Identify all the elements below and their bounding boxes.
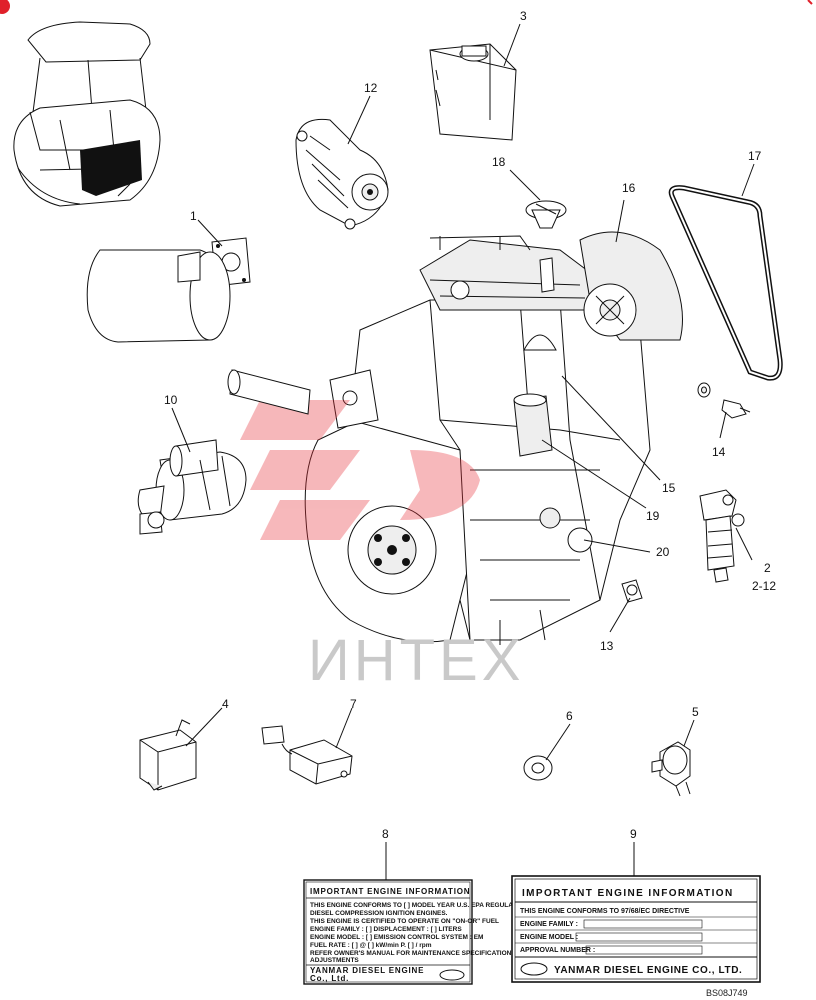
coolant-reservoir-part-3 <box>429 43 517 141</box>
callout-4: 4 <box>222 697 229 711</box>
engine-assembly <box>304 231 683 645</box>
yanmar-logo-8 <box>439 969 465 981</box>
callout-12: 12 <box>364 81 378 95</box>
callout-18: 18 <box>492 155 506 169</box>
label-9-title: IMPORTANT ENGINE INFORMATION <box>522 888 734 899</box>
label-8-line-4: ENGINE FAMILY : [ ] DISPLACEMENT : [ ] L… <box>310 926 462 933</box>
label-8-line-5: ENGINE MODEL : [ ] EMISSION CONTROL SYST… <box>310 934 483 941</box>
label-8-line-8: ADJUSTMENTS <box>310 957 359 964</box>
engine-info-label-8: IMPORTANT ENGINE INFORMATION THIS ENGINE… <box>303 879 533 985</box>
label-9-line-1: THIS ENGINE CONFORMS TO 97/68/EC DIRECTI… <box>520 908 690 915</box>
label-8-footer-1: YANMAR DIESEL ENGINE <box>310 966 424 975</box>
callout-2-12: 2-12 <box>752 579 776 593</box>
label-8-line-7: REFER OWNER'S MANUAL FOR MAINTENANCE SPE… <box>310 950 532 957</box>
callout-5: 5 <box>692 705 699 719</box>
callout-20: 20 <box>656 545 670 559</box>
callout-17: 17 <box>748 149 762 163</box>
engine-info-label-9: IMPORTANT ENGINE INFORMATION THIS ENGINE… <box>511 875 761 983</box>
alternator-part-12 <box>295 118 389 230</box>
machine-locator-thumbnail <box>13 21 161 207</box>
label-8-line-2: DIESEL COMPRESSION IGNITION ENGINES. <box>310 910 448 917</box>
callout-19: 19 <box>646 509 660 523</box>
callout-10: 10 <box>164 393 178 407</box>
starter-motor-part-10 <box>137 439 247 535</box>
callout-14: 14 <box>712 445 726 459</box>
callout-1: 1 <box>190 209 197 223</box>
muffler <box>86 249 311 415</box>
fuel-filter-part-2 <box>699 489 745 583</box>
yanmar-logo-9 <box>520 962 548 976</box>
callout-15: 15 <box>662 481 676 495</box>
leader-lines <box>171 23 755 880</box>
label-8-title: IMPORTANT ENGINE INFORMATION <box>310 887 470 896</box>
callout-16: 16 <box>622 181 636 195</box>
v-belt-part-17 <box>668 185 783 381</box>
washer-part-6 <box>523 755 553 781</box>
watermark-text: ИНТЕХ <box>308 628 524 693</box>
corner-mark-right <box>807 0 813 5</box>
watermark-logo <box>240 400 480 540</box>
label-8-line-3: THIS ENGINE IS CERTIFIED TO OPERATE ON "… <box>310 918 499 925</box>
thermostat-part-18 <box>525 200 567 229</box>
label-9-line-2: ENGINE FAMILY : <box>520 921 578 928</box>
callout-7: 7 <box>350 697 357 711</box>
label-8-footer-2: Co., Ltd. <box>310 974 349 983</box>
callout-13: 13 <box>600 639 614 653</box>
sender-unit-part-5 <box>651 741 691 797</box>
temperature-sender-part-14 <box>697 382 751 419</box>
callout-2: 2 <box>764 561 771 575</box>
pressure-switch-part-13 <box>621 579 643 603</box>
label-9-line-3: ENGINE MODEL : <box>520 934 578 941</box>
label-9-line-4: APPROVAL NUMBER : <box>520 947 595 954</box>
relay-box-part-4 <box>139 719 197 791</box>
callout-numbers: 1 2 2-12 3 4 5 6 7 8 9 10 12 13 14 15 16… <box>164 9 776 841</box>
callout-6: 6 <box>566 709 573 723</box>
label-8-line-6: FUEL RATE : [ ] @ [ ] kW/min P. [ ] / rp… <box>310 942 432 949</box>
callout-8: 8 <box>382 827 389 841</box>
drawing-code: BS08J749 <box>706 988 748 998</box>
label-9-footer: YANMAR DIESEL ENGINE CO., LTD. <box>554 965 742 976</box>
corner-mark-left <box>0 0 10 14</box>
timer-unit-part-7 <box>261 725 353 785</box>
callout-3: 3 <box>520 9 527 23</box>
label-8-line-1: THIS ENGINE CONFORMS TO [ ] MODEL YEAR U… <box>310 902 533 909</box>
callout-9: 9 <box>630 827 637 841</box>
